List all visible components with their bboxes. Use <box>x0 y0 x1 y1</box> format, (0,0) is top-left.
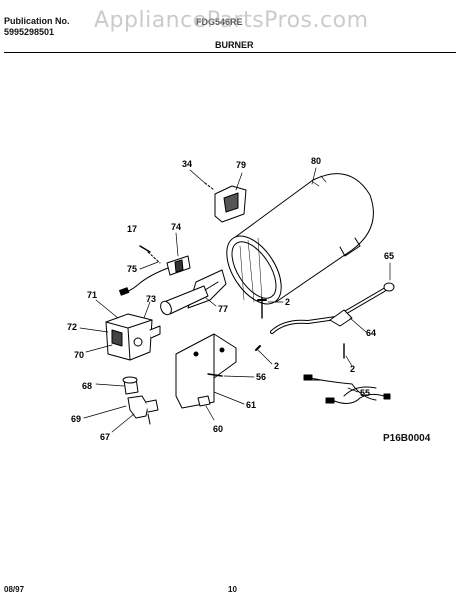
callout-17: 17 <box>127 224 137 234</box>
callout-2-top: 2 <box>285 297 290 307</box>
watermark: AppliancePartsPros.com <box>94 8 369 33</box>
valve-fittings <box>122 376 159 425</box>
section-title: BURNER <box>215 40 254 50</box>
igniter-part <box>119 251 191 296</box>
callout-75: 75 <box>127 264 137 274</box>
callout-56: 56 <box>256 372 266 382</box>
mounting-bracket <box>175 333 237 409</box>
wire-harness <box>303 374 391 404</box>
manifold-part <box>160 269 227 316</box>
callout-2-right: 2 <box>350 364 355 374</box>
footer-date: 08/97 <box>4 585 25 594</box>
callout-68: 68 <box>82 381 92 391</box>
callout-61: 61 <box>246 400 256 410</box>
callout-34: 34 <box>182 159 192 169</box>
bracket-part <box>204 182 247 223</box>
diagram-reference-code: P16B0004 <box>383 433 431 444</box>
callout-2-middle: 2 <box>274 361 279 371</box>
callout-65: 65 <box>384 251 394 261</box>
callout-70: 70 <box>74 350 84 360</box>
gas-valve <box>105 313 161 361</box>
screws <box>139 245 345 377</box>
publication-label: Publication No. <box>4 16 70 26</box>
leader-lines <box>79 167 391 433</box>
callout-73: 73 <box>146 294 156 304</box>
callout-67: 67 <box>100 432 110 442</box>
callout-71: 71 <box>87 290 97 300</box>
callout-55: 55 <box>360 388 370 398</box>
gas-tube <box>270 282 395 334</box>
callout-69: 69 <box>71 414 81 424</box>
callout-labels: 34 79 80 17 74 75 65 71 73 77 2 72 64 70… <box>67 156 394 442</box>
callout-64: 64 <box>366 328 376 338</box>
callout-72: 72 <box>67 322 77 332</box>
model-number: FDG546RE <box>196 17 243 27</box>
publication-number: 5995298501 <box>4 27 55 37</box>
callout-60: 60 <box>213 424 223 434</box>
header-divider <box>4 52 456 53</box>
callout-79: 79 <box>236 160 246 170</box>
burner-tube <box>226 173 374 305</box>
clip-part <box>197 395 211 407</box>
callout-77: 77 <box>218 304 228 314</box>
callout-74: 74 <box>171 222 181 232</box>
callout-80: 80 <box>311 156 321 166</box>
footer-page-number: 10 <box>228 585 237 594</box>
